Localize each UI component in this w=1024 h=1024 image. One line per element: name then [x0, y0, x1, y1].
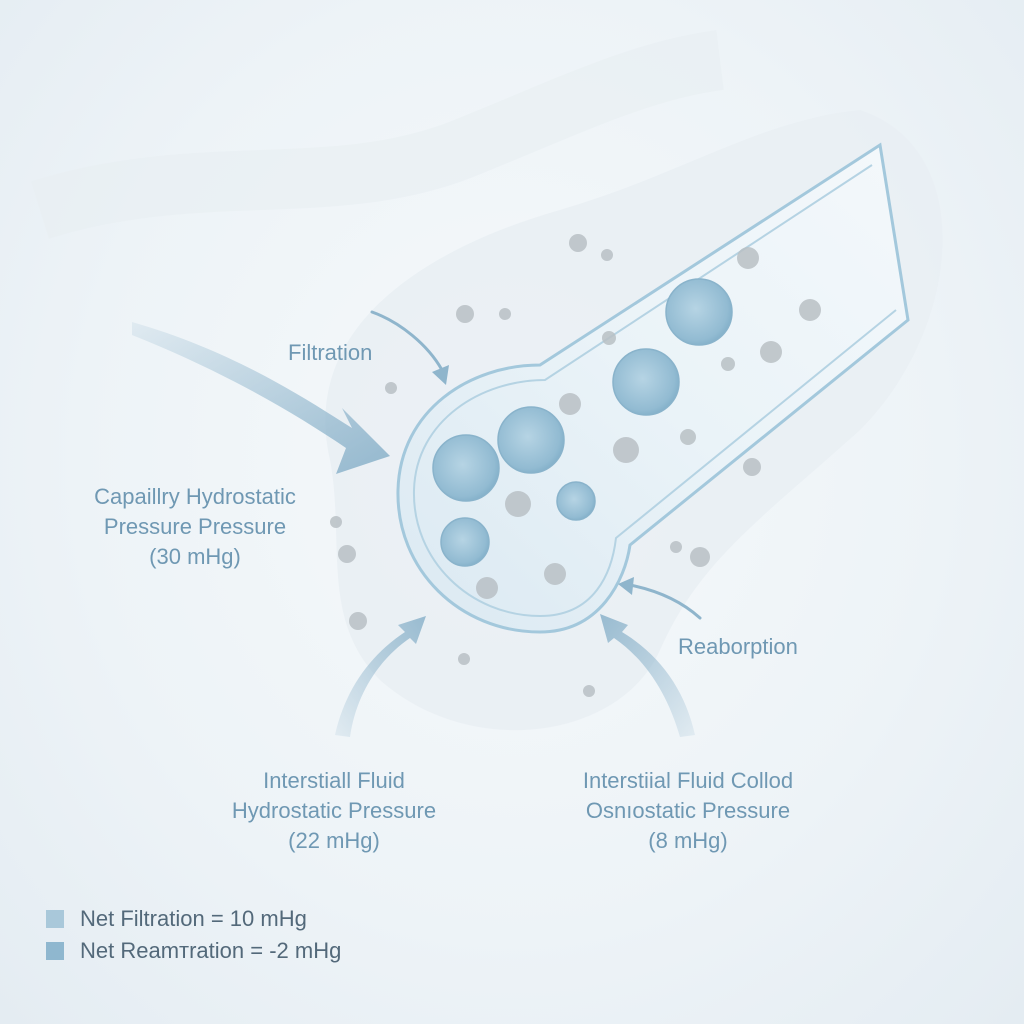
solute-particle — [456, 305, 474, 323]
solute-particle — [601, 249, 613, 261]
interstitial-colloid-line-3: (8 mHg) — [648, 828, 728, 853]
capillary-hydrostatic-label: Capaillry Hydrostatic Pressure Pressure … — [60, 482, 330, 572]
interstitial-hydrostatic-line-3: (22 mHg) — [288, 828, 380, 853]
capillary-hydrostatic-line-1: Capaillry Hydrostatic — [94, 484, 296, 509]
interstitial-hydrostatic-line-1: Interstiall Fluid — [263, 768, 405, 793]
legend-item-net-filtration: Net Filtration = 10 mHg — [46, 903, 341, 935]
filtration-label: Filtration — [288, 340, 373, 365]
solute-particle — [721, 357, 735, 371]
interstitial-hydrostatic-line-2: Hydrostatic Pressure — [231, 798, 437, 823]
solute-particle — [330, 516, 342, 528]
solute-particle — [690, 547, 710, 567]
solute-particle — [670, 541, 682, 553]
red-blood-cell — [665, 278, 733, 346]
solute-particle — [799, 299, 821, 321]
interstitial-hydrostatic-label: Interstiall Fluid Hydrostatic Pressure (… — [200, 766, 468, 856]
solute-particle — [743, 458, 761, 476]
interstitial-colloid-arrow — [600, 614, 695, 737]
solute-particles — [330, 234, 821, 697]
red-blood-cell — [432, 434, 500, 502]
solute-particle — [569, 234, 587, 252]
red-blood-cell — [440, 517, 490, 567]
solute-particle — [499, 308, 511, 320]
red-blood-cell — [556, 481, 596, 521]
solute-particle — [602, 331, 616, 345]
interstitial-hydrostatic-arrow — [335, 616, 426, 737]
red-blood-cell — [612, 348, 680, 416]
solute-particle — [559, 393, 581, 415]
reabsorption-arrow — [628, 583, 702, 620]
solute-particle — [349, 612, 367, 630]
legend-text-reabsorption: Net Reamтration = -2 mHg — [80, 938, 342, 963]
interstitial-colloid-line-1: Interstiial Fluid Collod — [582, 768, 794, 793]
solute-particle — [760, 341, 782, 363]
filtration-arrow — [370, 310, 444, 372]
legend-swatch-reabsorption — [46, 942, 64, 960]
capillary-inner-wall — [412, 164, 897, 618]
interstitial-colloid-line-2: Osnıostatic Pressure — [585, 798, 791, 823]
faint-background-swoosh — [31, 30, 725, 239]
solute-particle — [583, 685, 595, 697]
reabsorption-label: Reaborption — [678, 634, 798, 659]
solute-particle — [458, 653, 470, 665]
red-blood-cells — [432, 278, 733, 567]
reabsorption-arrowhead — [618, 577, 634, 595]
filtration-arrowhead — [432, 365, 449, 385]
capillary-hydrostatic-arrow — [132, 322, 390, 474]
solute-particle — [476, 577, 498, 599]
legend-swatch-filtration — [46, 910, 64, 928]
solute-particle — [385, 382, 397, 394]
solute-particle — [505, 491, 531, 517]
legend: Net Filtration = 10 mHg Net Reamтration … — [46, 903, 341, 967]
solute-particle — [680, 429, 696, 445]
legend-item-net-reabsorption: Net Reamтration = -2 mHg — [46, 935, 341, 967]
red-blood-cell — [497, 406, 565, 474]
capillary-hydrostatic-line-2: Pressure Pressure — [103, 514, 287, 539]
interstitial-colloid-label: Interstiial Fluid Collod Osnıostatic Pre… — [548, 766, 828, 856]
solute-particle — [544, 563, 566, 585]
solute-particle — [338, 545, 356, 563]
capillary-hydrostatic-line-3: (30 mHg) — [149, 544, 241, 569]
solute-particle — [613, 437, 639, 463]
legend-text-filtration: Net Filtration = 10 mHg — [80, 906, 307, 931]
solute-particle — [737, 247, 759, 269]
